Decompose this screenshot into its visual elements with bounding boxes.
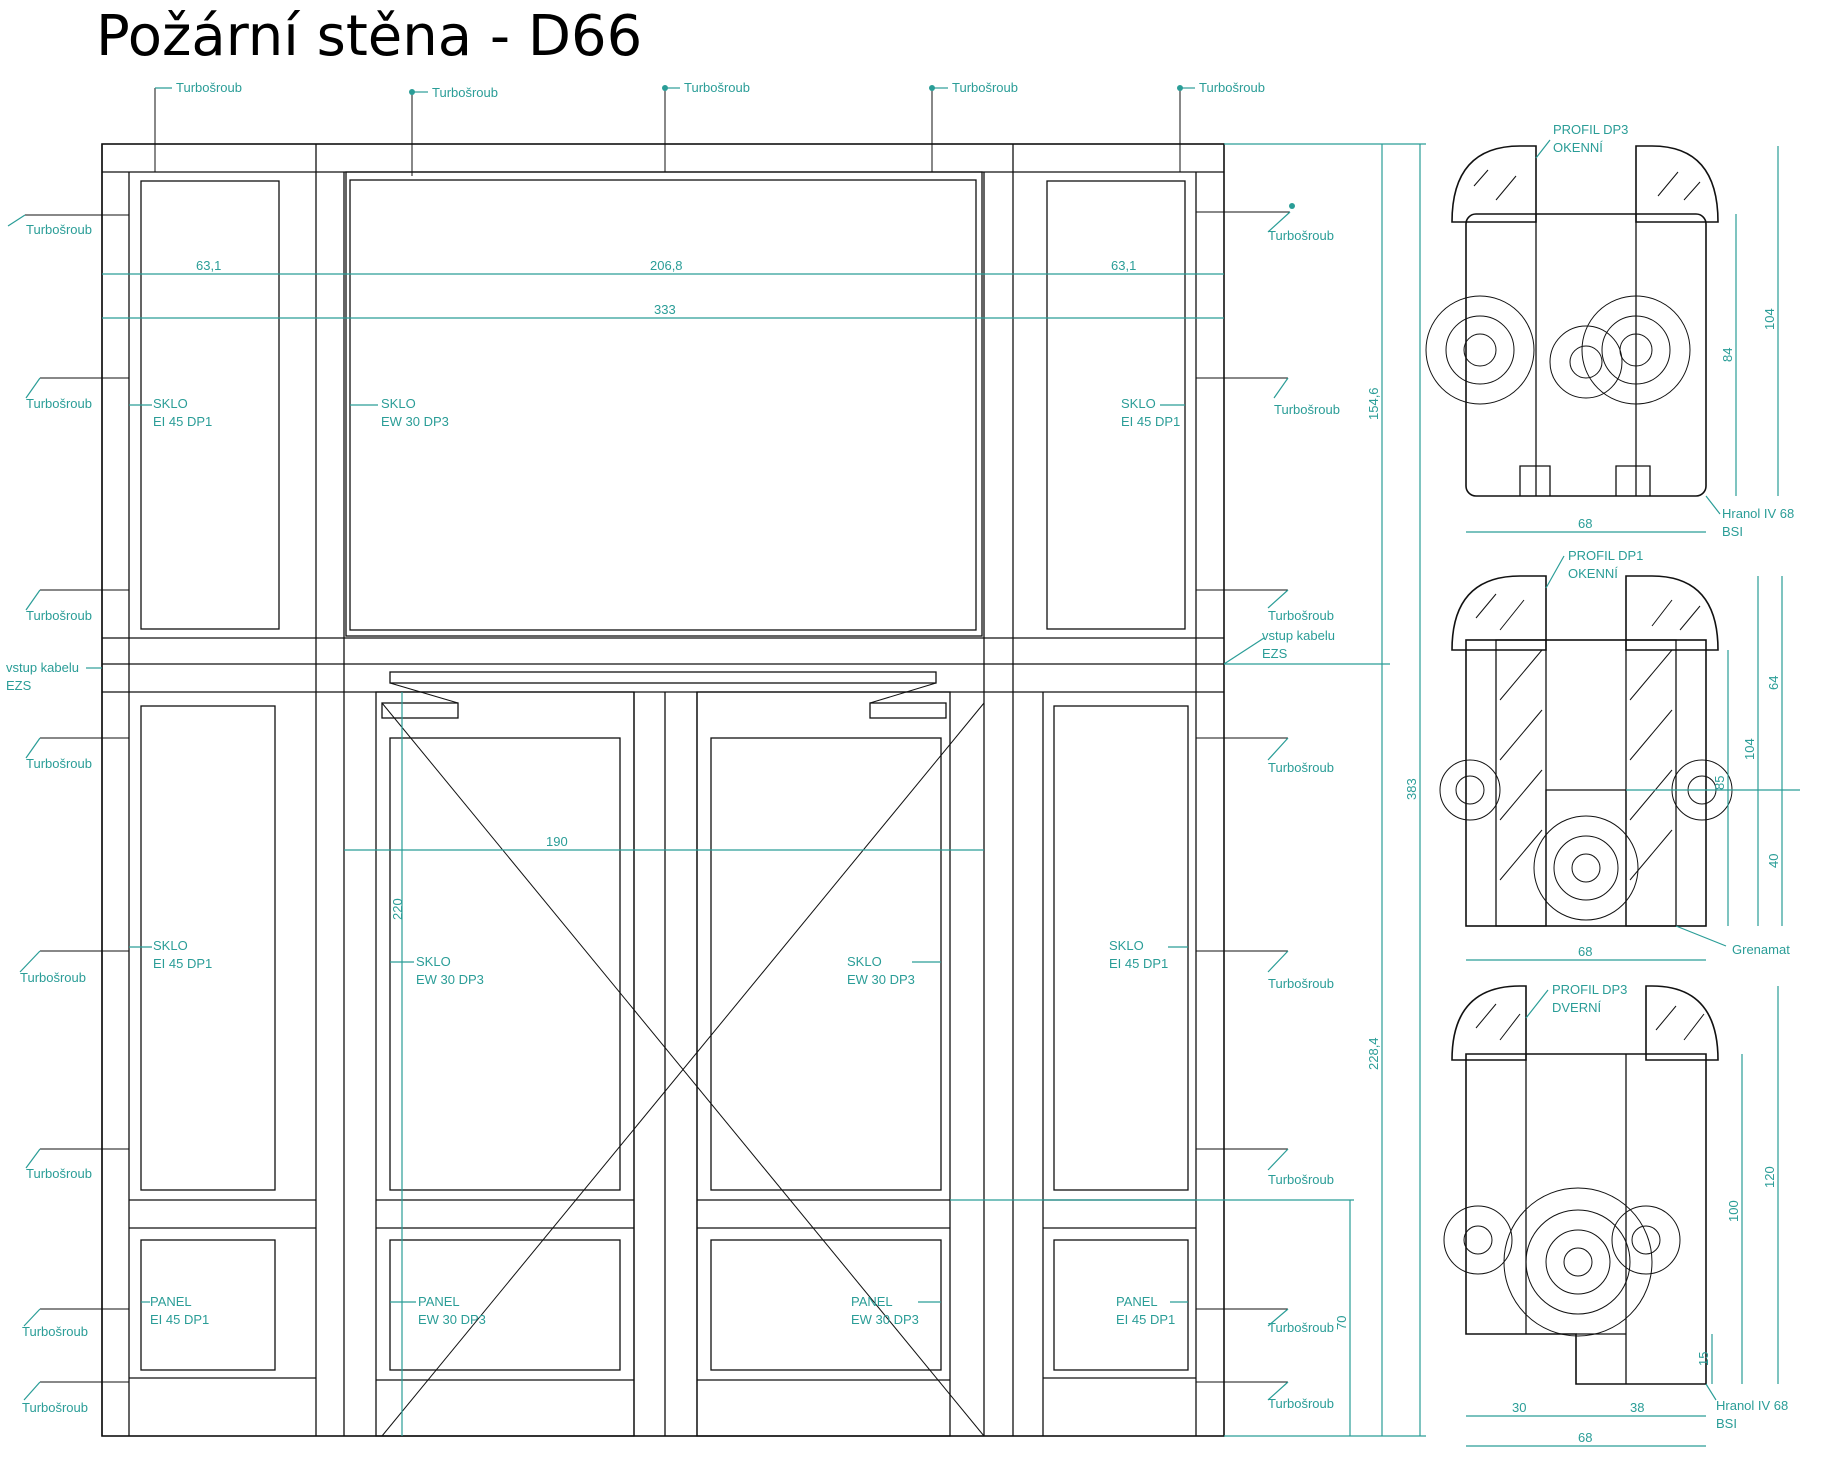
screw-label: Turbošroub (26, 222, 92, 237)
screw-label: Turbošroub (26, 608, 92, 623)
screw-label: Turbošroub (1268, 1320, 1334, 1335)
screw-label: Turbošroub (684, 80, 750, 95)
glass-rating: EI 45 DP1 (1109, 956, 1168, 971)
panel-rating: EW 30 DP3 (418, 1312, 486, 1327)
screw-label: Turbošroub (1268, 976, 1334, 991)
screw-label: Turbošroub (432, 85, 498, 100)
screw-label: Turbošroub (26, 396, 92, 411)
screw-label: Turbošroub (22, 1324, 88, 1339)
left-screw-labels: Turbošroub Turbošroub Turbošroub Turbošr… (6, 214, 129, 1415)
screw-label: Turbošroub (1268, 608, 1334, 623)
glass-label: SKLO (153, 396, 188, 411)
dim-width-total: 333 (654, 302, 676, 317)
profile-width: 68 (1578, 1430, 1592, 1445)
profile-inner-height: 100 (1726, 1200, 1741, 1222)
glass-rating: EI 45 DP1 (153, 956, 212, 971)
dim-height-lower: 228,4 (1366, 1037, 1381, 1070)
screw-label: Turbošroub (1274, 402, 1340, 417)
dim-height-total: 383 (1404, 778, 1419, 800)
cable-label: vstup kabelu (1262, 628, 1335, 643)
dimensions: 63,1 206,8 63,1 333 190 220 154,6 228,4 … (102, 143, 1426, 1437)
profile-outer-height: 120 (1762, 1166, 1777, 1188)
glass-label: SKLO (1109, 938, 1144, 953)
profile-name: PROFIL DP1 (1568, 548, 1643, 563)
profile-top-height: 64 (1766, 676, 1781, 690)
screw-label: Turbošroub (1268, 228, 1334, 243)
profile-outer-height: 104 (1762, 308, 1777, 330)
glass-labels: SKLO EI 45 DP1 SKLO EW 30 DP3 SKLO EI 45… (129, 396, 1188, 1327)
profile-material: Grenamat (1732, 942, 1790, 957)
panel-rating: EI 45 DP1 (1116, 1312, 1175, 1327)
glass-label: SKLO (847, 954, 882, 969)
profile-inner-height: 85 (1712, 776, 1727, 790)
panel-label: PANEL (1116, 1294, 1158, 1309)
glass-rating: EI 45 DP1 (1121, 414, 1180, 429)
profile-material-2: BSI (1722, 524, 1743, 539)
panel-rating: EW 30 DP3 (851, 1312, 919, 1327)
profile-material: Hranol IV 68 (1716, 1398, 1788, 1413)
glass-label: SKLO (1121, 396, 1156, 411)
profile-width-b: 38 (1630, 1400, 1644, 1415)
profile-inner-height: 84 (1720, 348, 1735, 362)
profile-type: OKENNÍ (1568, 566, 1618, 581)
screw-label: Turbošroub (26, 756, 92, 771)
screw-label: Turbošroub (1268, 760, 1334, 775)
screw-label: Turbošroub (1268, 1172, 1334, 1187)
panel-label: PANEL (851, 1294, 893, 1309)
dim-door-width: 190 (546, 834, 568, 849)
screw-label: Turbošroub (26, 1166, 92, 1181)
dim-height-upper: 154,6 (1366, 387, 1381, 420)
glass-rating: EW 30 DP3 (847, 972, 915, 987)
screw-label: Turbošroub (22, 1400, 88, 1415)
panel-label: PANEL (150, 1294, 192, 1309)
dim-width-right: 63,1 (1111, 258, 1136, 273)
glass-label: SKLO (381, 396, 416, 411)
profile-width-a: 30 (1512, 1400, 1526, 1415)
dim-width-mid: 206,8 (650, 258, 683, 273)
cable-label: vstup kabelu (6, 660, 79, 675)
profile-outer-height: 104 (1742, 738, 1757, 760)
dim-panel-height: 70 (1334, 1316, 1349, 1330)
glass-rating: EW 30 DP3 (416, 972, 484, 987)
dim-width-left: 63,1 (196, 258, 221, 273)
right-screw-labels: Turbošroub Turbošroub Turbošroub Turbošr… (1196, 203, 1340, 1411)
profile-dp3-door: PROFIL DP3 DVERNÍ 30 38 68 100 120 15 Hr… (1443, 982, 1788, 1447)
profile-step-height: 15 (1696, 1352, 1711, 1366)
profile-type: OKENNÍ (1553, 140, 1603, 155)
screw-label: Turbošroub (952, 80, 1018, 95)
glass-rating: EI 45 DP1 (153, 414, 212, 429)
profile-width: 68 (1578, 944, 1592, 959)
profile-dp3-window: PROFIL DP3 OKENNÍ 68 84 104 Hranol IV 68… (1425, 122, 1794, 539)
glass-label: SKLO (153, 938, 188, 953)
screw-label: Turbošroub (1199, 80, 1265, 95)
panel-rating: EI 45 DP1 (150, 1312, 209, 1327)
cable-label: EZS (6, 678, 32, 693)
screw-label: Turbošroub (1268, 1396, 1334, 1411)
cable-label: EZS (1262, 646, 1288, 661)
glass-label: SKLO (416, 954, 451, 969)
profile-name: PROFIL DP3 (1552, 982, 1627, 997)
profile-type: DVERNÍ (1552, 1000, 1602, 1015)
dim-door-height: 220 (390, 898, 405, 920)
screw-label: Turbošroub (20, 970, 86, 985)
page-title: Požární stěna - D66 (96, 4, 643, 69)
profile-bottom-height: 40 (1766, 854, 1781, 868)
panel-label: PANEL (418, 1294, 460, 1309)
top-screw-labels: Turbošroub Turbošroub Turbošroub Turbošr… (154, 80, 1265, 176)
wall-elevation (101, 143, 1225, 1437)
profile-name: PROFIL DP3 (1553, 122, 1628, 137)
profile-material: Hranol IV 68 (1722, 506, 1794, 521)
profile-material-2: BSI (1716, 1416, 1737, 1431)
profile-width: 68 (1578, 516, 1592, 531)
glass-rating: EW 30 DP3 (381, 414, 449, 429)
screw-label: Turbošroub (176, 80, 242, 95)
profile-dp1-window: PROFIL DP1 OKENNÍ 68 85 104 64 40 Grenam… (1439, 548, 1800, 961)
